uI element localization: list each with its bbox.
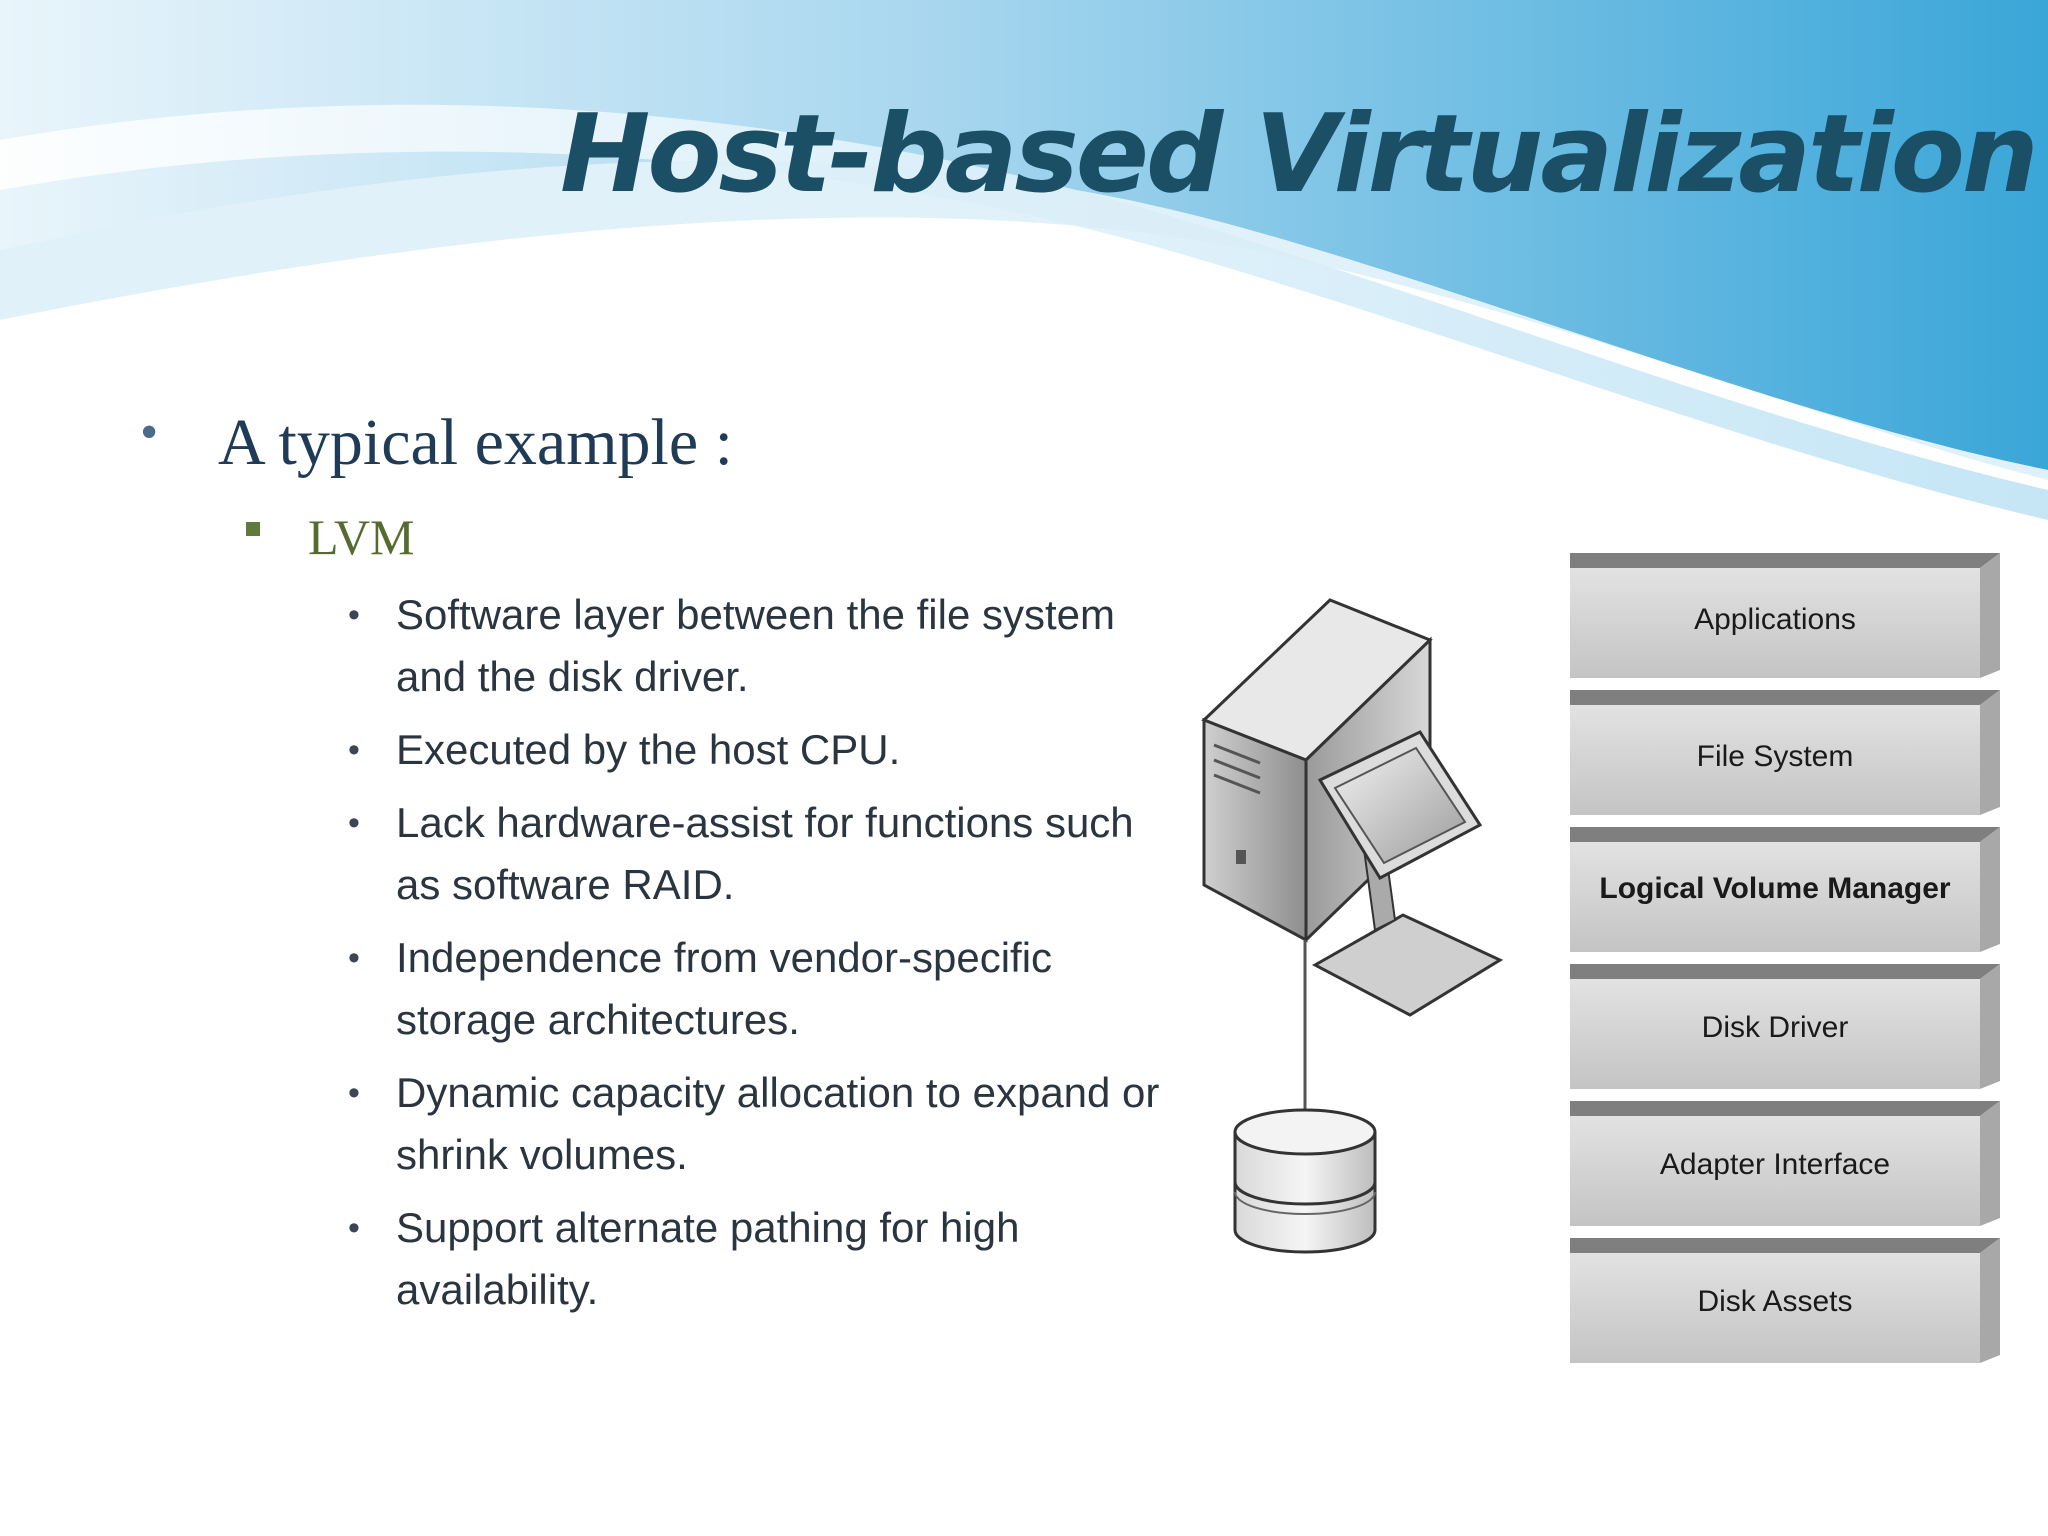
list-item: • Dynamic capacity allocation to expand o…	[340, 1062, 1170, 1186]
list-item-text: Support alternate pathing for high avail…	[396, 1204, 1020, 1313]
disk-storage-icon	[1233, 1108, 1377, 1254]
bullet-dot-icon: •	[348, 731, 360, 769]
layer-stack: Applications File System Logical Volume …	[1570, 553, 2000, 1363]
list-item-text: Executed by the host CPU.	[396, 726, 901, 773]
bullet-level1-text: A typical example :	[218, 406, 734, 479]
layer-label: Adapter Interface	[1660, 1148, 1890, 1181]
bullet-dot-icon: •	[348, 596, 360, 634]
list-item-text: Independence from vendor-specific storag…	[396, 934, 1053, 1043]
bullet-dot-icon: •	[348, 804, 360, 842]
bullet-square-icon	[246, 522, 260, 536]
layer-logical-volume-manager: Logical Volume Manager	[1570, 827, 2000, 952]
bullet-dot-icon: •	[140, 404, 159, 461]
layer-adapter-interface: Adapter Interface	[1570, 1101, 2000, 1226]
bullet-dot-icon: •	[348, 939, 360, 977]
layer-file-system: File System	[1570, 690, 2000, 815]
lvm-diagram: Applications File System Logical Volume …	[1201, 553, 2000, 1363]
slide-title: Host-based Virtualization	[560, 92, 2039, 217]
bullet-list: • Software layer between the file system …	[340, 584, 1170, 1332]
layer-label: File System	[1697, 740, 1854, 773]
list-item: • Software layer between the file system …	[340, 584, 1170, 708]
list-item: • Executed by the host CPU.	[340, 719, 1170, 781]
list-item: • Independence from vendor-specific stora…	[340, 927, 1170, 1051]
layer-applications: Applications	[1570, 553, 2000, 678]
layer-label: Disk Assets	[1697, 1285, 1852, 1318]
list-item-text: Dynamic capacity allocation to expand or…	[396, 1069, 1160, 1178]
layer-label: Logical Volume Manager	[1599, 872, 1951, 905]
list-item: • Support alternate pathing for high avai…	[340, 1197, 1170, 1321]
layer-label: Disk Driver	[1702, 1011, 1849, 1044]
layer-label: Applications	[1694, 603, 1856, 636]
list-item: • Lack hardware-assist for functions such…	[340, 792, 1170, 916]
host-computer-icon	[1201, 598, 1504, 1017]
bullet-dot-icon: •	[348, 1209, 360, 1247]
layer-disk-driver: Disk Driver	[1570, 964, 2000, 1089]
bullet-dot-icon: •	[348, 1074, 360, 1112]
list-item-text: Software layer between the file system a…	[396, 591, 1116, 700]
layer-disk-assets: Disk Assets	[1570, 1238, 2000, 1363]
bullet-level2-text: LVM	[308, 509, 415, 565]
list-item-text: Lack hardware-assist for functions such …	[396, 799, 1134, 908]
